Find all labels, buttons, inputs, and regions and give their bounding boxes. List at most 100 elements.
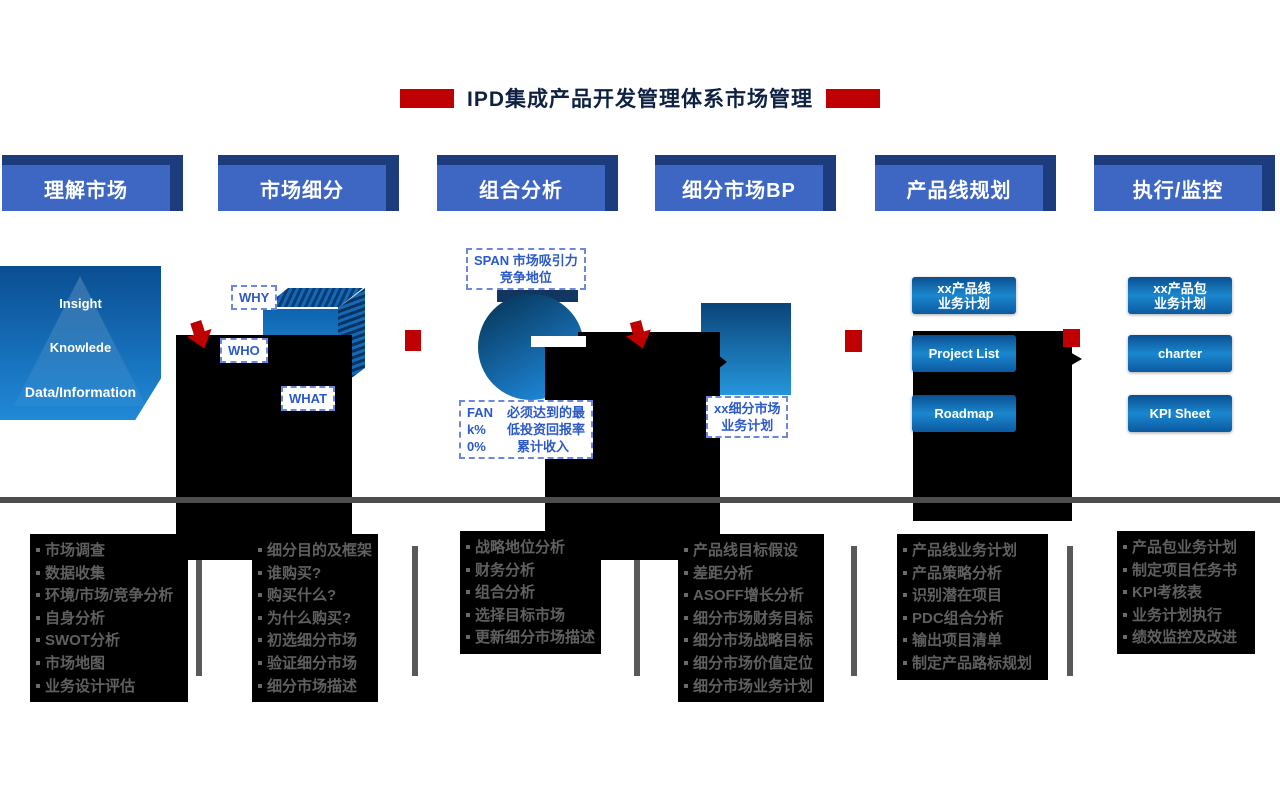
bullet-icon bbox=[466, 567, 470, 572]
list-item: 市场调查 bbox=[34, 539, 184, 562]
list-item-label: 战略地位分析 bbox=[475, 539, 566, 556]
page-title: IPD集成产品开发管理体系市场管理 bbox=[466, 88, 813, 111]
fan-val-3: 累计收入 bbox=[517, 439, 570, 454]
bullet-icon bbox=[903, 638, 907, 643]
bullet-icon bbox=[1123, 590, 1127, 595]
list-item-label: 购买什么? bbox=[267, 587, 337, 605]
list-item-label: 差距分析 bbox=[693, 564, 754, 582]
silhouette-block-2b bbox=[578, 332, 720, 348]
span-label-line2: 竞争地位 bbox=[499, 270, 552, 285]
black-right-arrow-icon bbox=[1056, 344, 1082, 374]
title-row: IPD集成产品开发管理体系市场管理 bbox=[0, 83, 1280, 113]
list-item: 战略地位分析 bbox=[464, 536, 597, 559]
list-item-label: 业务计划执行 bbox=[1132, 606, 1223, 624]
label-what: WHAT bbox=[281, 386, 336, 411]
list-item-label: 初选细分市场 bbox=[267, 632, 358, 650]
task-list-execute-monitor: 产品包业务计划制定项目任务书 KPI考核表业务计划执行绩效监控及改进 bbox=[1117, 531, 1255, 654]
small-right-triangle-icon bbox=[718, 355, 727, 369]
timeline-divider bbox=[0, 497, 1280, 503]
list-item-label: 数据收集 bbox=[45, 564, 106, 582]
bullet-icon bbox=[36, 570, 40, 575]
bullet-icon bbox=[36, 660, 40, 665]
stage-header-portfolio-analysis: 组合分析 bbox=[437, 155, 618, 211]
bullet-icon bbox=[1123, 545, 1127, 549]
list-item-label: 更新细分市场描述 bbox=[475, 629, 596, 647]
segment-plan-line2: 业务计划 bbox=[721, 418, 774, 433]
knowledge-pyramid-panel: Insight Knowlede Data/Information bbox=[0, 266, 161, 420]
list-item: 细分市场财务目标 bbox=[682, 607, 820, 630]
button-product-line-business-plan: xx产品线 业务计划 bbox=[912, 277, 1016, 314]
list-item: 财务分析 bbox=[464, 559, 597, 582]
bullet-icon bbox=[1123, 635, 1127, 640]
bullet-icon bbox=[36, 638, 40, 643]
bullet-icon bbox=[684, 548, 688, 552]
list-item-label: KPI考核表 bbox=[1132, 584, 1203, 602]
list-item: 产品线目标假设 bbox=[682, 539, 820, 562]
list-divider-1 bbox=[196, 546, 202, 676]
list-item: 市场地图 bbox=[34, 652, 184, 675]
list-item-label: 制定产品路标规划 bbox=[912, 654, 1033, 672]
button-label: xx产品包 bbox=[1153, 280, 1207, 296]
list-item-label: 产品线目标假设 bbox=[693, 542, 799, 559]
list-item-label: 谁购买? bbox=[267, 564, 322, 582]
pyramid-level-insight: Insight bbox=[59, 296, 102, 311]
list-item: 细分目的及框架 bbox=[256, 539, 374, 562]
bullet-icon bbox=[258, 615, 262, 620]
bullet-icon bbox=[1123, 567, 1127, 572]
list-item-label: 自身分析 bbox=[45, 609, 106, 627]
list-divider-3 bbox=[634, 546, 640, 676]
list-item: 业务计划执行 bbox=[1121, 604, 1251, 627]
fan-key-1: FAN bbox=[467, 405, 493, 420]
list-item-label: 绩效监控及改进 bbox=[1132, 629, 1238, 647]
list-divider-2 bbox=[412, 546, 418, 676]
list-item-label: 业务设计评估 bbox=[45, 677, 136, 695]
list-item-label: 财务分析 bbox=[475, 561, 536, 579]
red-connector-block-2 bbox=[845, 330, 862, 352]
list-item: PDC组合分析 bbox=[901, 607, 1044, 630]
list-item: 细分市场战略目标 bbox=[682, 629, 820, 652]
list-item-label: 细分市场财务目标 bbox=[693, 609, 814, 627]
button-roadmap: Roadmap bbox=[912, 395, 1016, 432]
span-matrix-label: SPAN 市场吸引力 竞争地位 bbox=[466, 248, 586, 290]
bullet-icon bbox=[466, 635, 470, 640]
button-label: 业务计划 bbox=[937, 295, 990, 311]
bullet-icon bbox=[903, 570, 907, 575]
list-item: 细分市场描述 bbox=[256, 675, 374, 698]
stage-header-product-line-planning: 产品线规划 bbox=[875, 155, 1056, 211]
list-item-label: PDC组合分析 bbox=[912, 609, 1004, 627]
bullet-icon bbox=[684, 570, 688, 575]
list-item: 自身分析 bbox=[34, 607, 184, 630]
bullet-icon bbox=[684, 683, 688, 688]
bullet-icon bbox=[258, 683, 262, 688]
list-item: 选择目标市场 bbox=[464, 604, 597, 627]
list-item: 制定项目任务书 bbox=[1121, 559, 1251, 582]
bullet-icon bbox=[258, 570, 262, 575]
list-item-label: 市场地图 bbox=[45, 654, 106, 672]
button-kpi-sheet: KPI Sheet bbox=[1128, 395, 1232, 432]
button-product-package-business-plan: xx产品包 业务计划 bbox=[1128, 277, 1232, 314]
button-charter: charter bbox=[1128, 335, 1232, 372]
list-divider-5 bbox=[1067, 546, 1073, 676]
fan-key-2: k% bbox=[467, 422, 486, 437]
list-item: 产品包业务计划 bbox=[1121, 536, 1251, 559]
label-why: WHY bbox=[231, 285, 278, 310]
list-item: 差距分析 bbox=[682, 562, 820, 585]
button-label: xx产品线 bbox=[937, 280, 991, 296]
list-item-label: 细分市场描述 bbox=[267, 677, 358, 695]
list-item-label: 输出项目清单 bbox=[912, 632, 1003, 650]
bullet-icon bbox=[684, 615, 688, 620]
list-item: 细分市场业务计划 bbox=[682, 675, 820, 698]
list-item: SWOT分析 bbox=[34, 629, 184, 652]
bullet-icon bbox=[258, 593, 262, 598]
button-project-list: Project List bbox=[912, 335, 1016, 372]
list-item-label: 产品线业务计划 bbox=[912, 542, 1018, 559]
list-item-label: 制定项目任务书 bbox=[1132, 561, 1238, 579]
list-item: 制定产品路标规划 bbox=[901, 652, 1044, 675]
title-right-red-bar bbox=[826, 88, 880, 108]
pyramid-level-data-information: Data/Information bbox=[24, 384, 137, 400]
task-list-market-segmentation: 细分目的及框架谁购买?购买什么?为什么购买?初选细分市场验证细分市场细分市场描述 bbox=[252, 534, 378, 703]
button-label: charter bbox=[1157, 346, 1203, 361]
